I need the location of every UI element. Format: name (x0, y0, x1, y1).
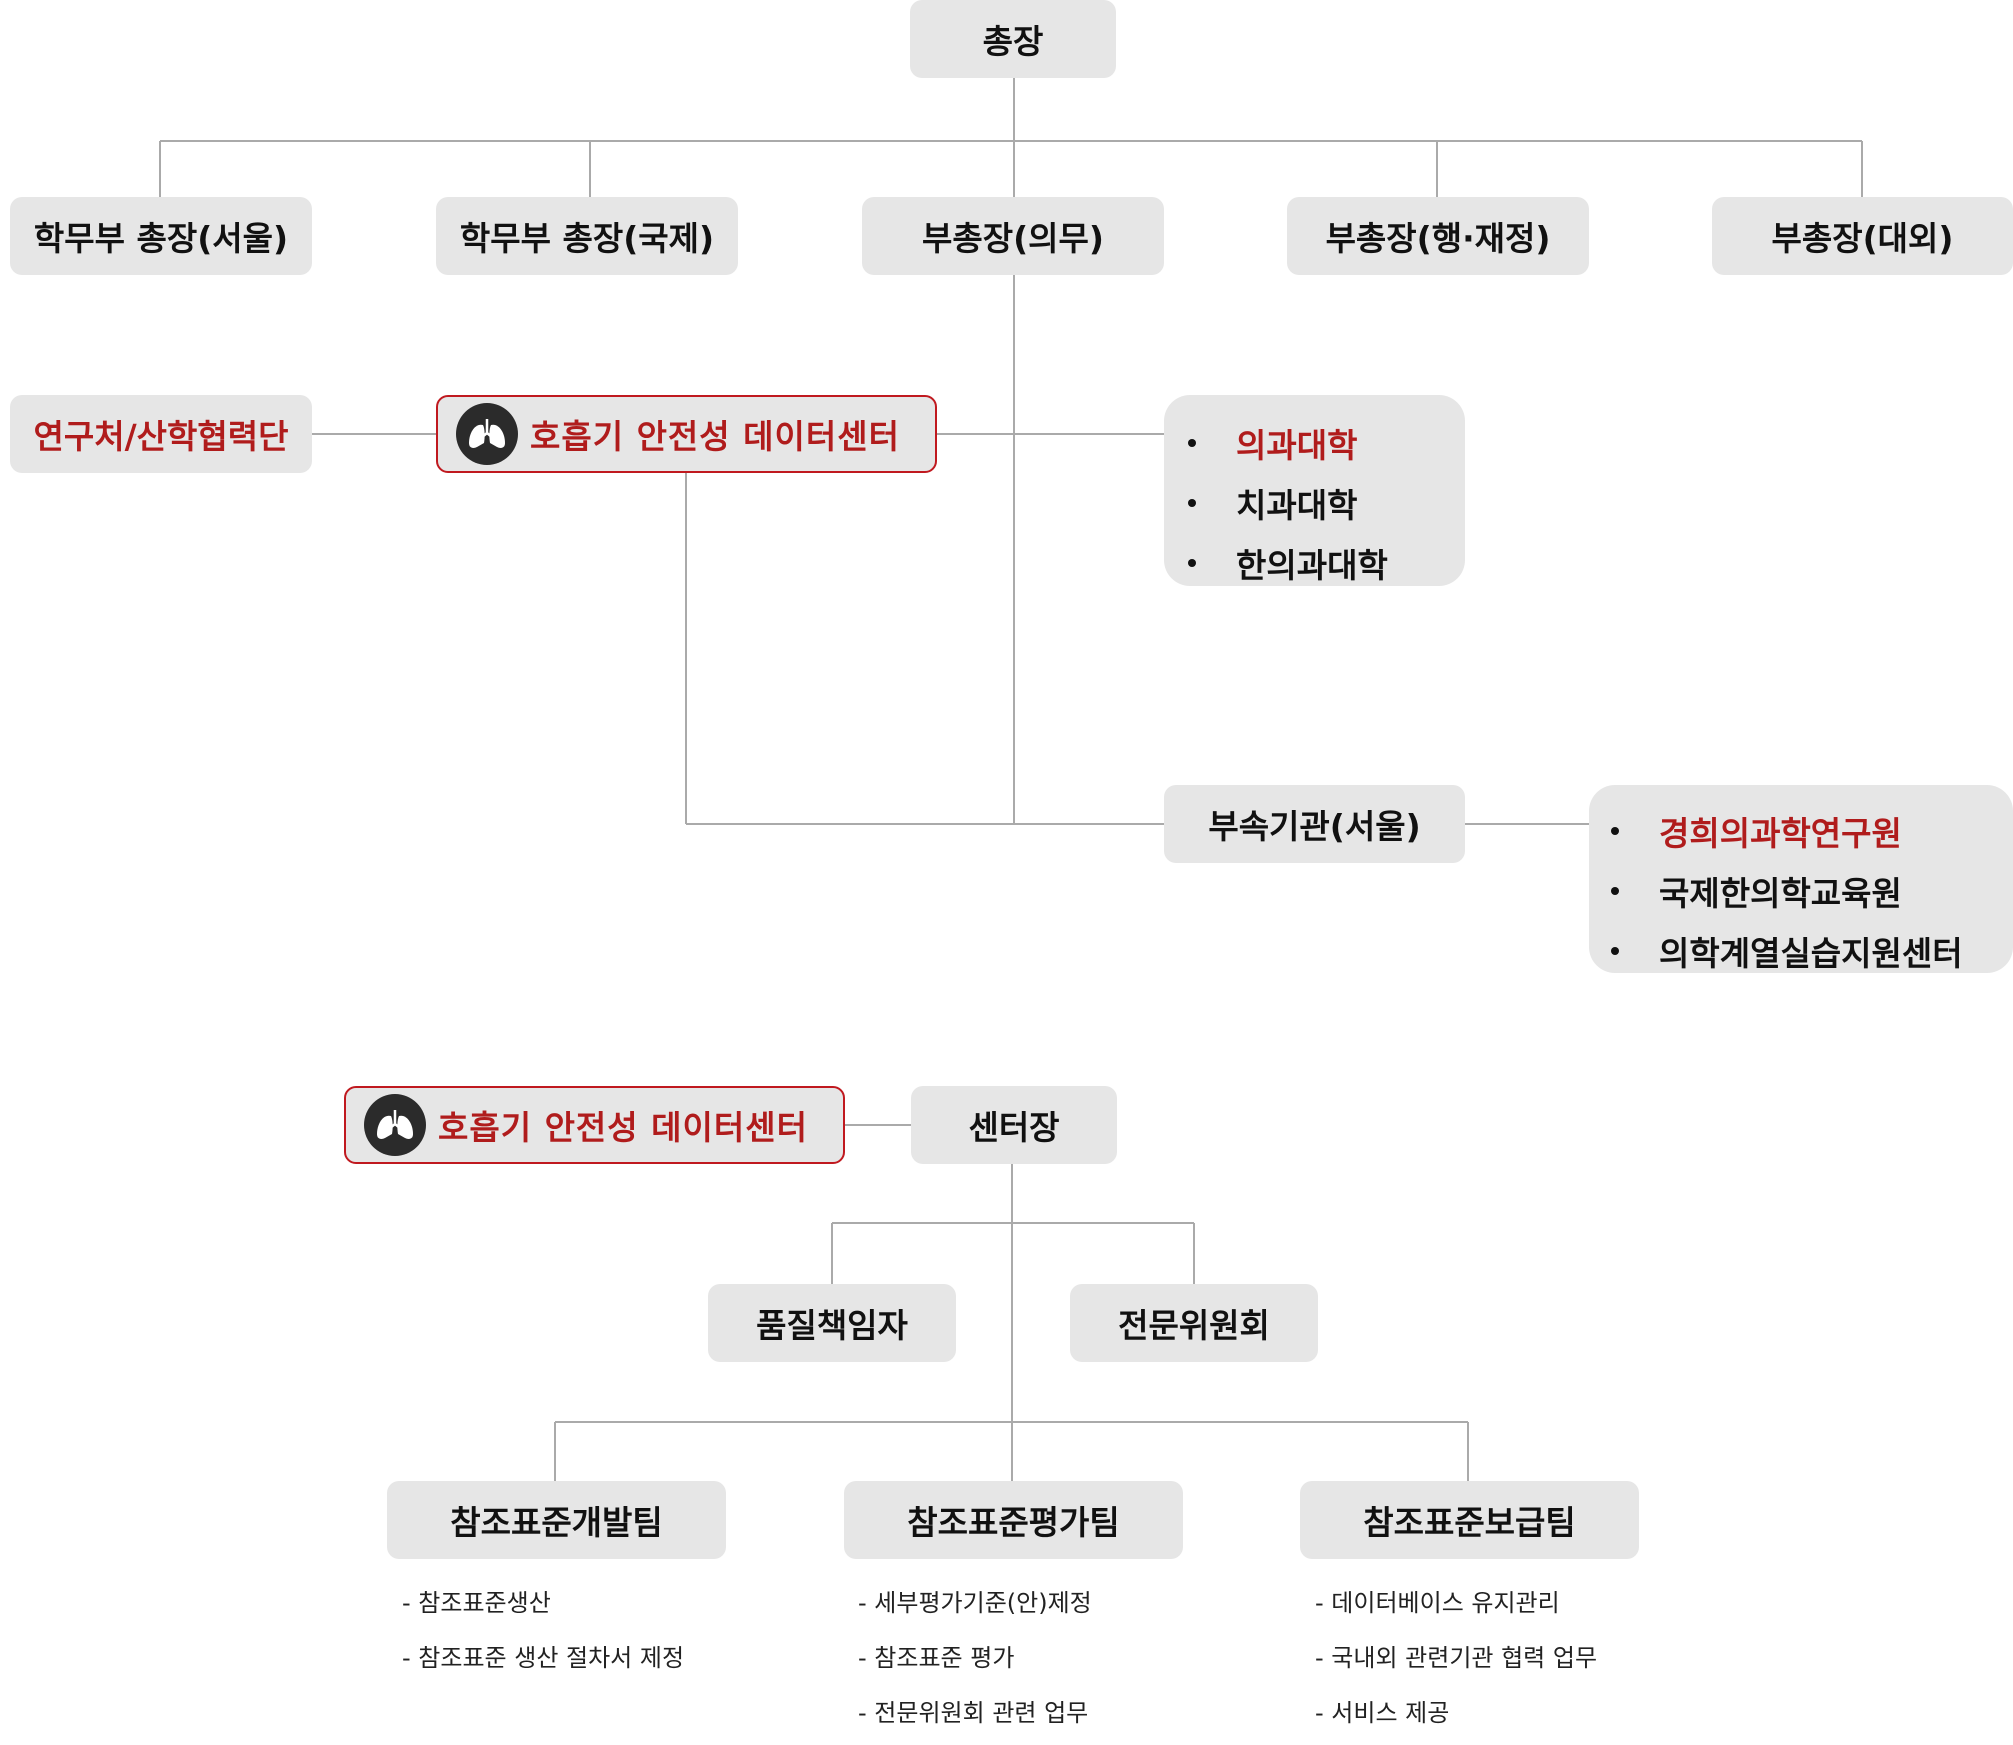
lungs-icon (456, 403, 518, 465)
team-evaluation-box: 참조표준평가팀 (844, 1481, 1183, 1559)
bullet-icon (1611, 887, 1619, 895)
team-development-tasks: - 참조표준생산 - 참조표준 생산 절차서 제정 (402, 1576, 684, 1686)
vp-academic-seoul-box: 학무부 총장(서울) (10, 197, 312, 275)
director-label: 센터장 (968, 1108, 1060, 1147)
task-item: - 국내외 관련기관 협력 업무 (1315, 1644, 1598, 1672)
research-office-label: 연구처/산학협력단 (33, 417, 289, 456)
vp-medical-label: 부총장(의무) (922, 219, 1104, 258)
vp-external-box: 부총장(대외) (1712, 197, 2013, 275)
team-development-label: 참조표준개발팀 (450, 1503, 663, 1542)
vp-academic-global-label: 학무부 총장(국제) (459, 219, 715, 258)
affiliated-label: 부속기관(서울) (1208, 807, 1421, 846)
team-distribution-tasks: - 데이터베이스 유지관리 - 국내외 관련기관 협력 업무 - 서비스 제공 (1315, 1576, 1597, 1741)
team-distribution-box: 참조표준보급팀 (1300, 1481, 1639, 1559)
president-box: 총장 (910, 0, 1116, 78)
task-item: - 세부평가기준(안)제정 (858, 1589, 1092, 1617)
committee-label: 전문위원회 (1118, 1306, 1270, 1345)
task-item: - 참조표준 평가 (858, 1644, 1015, 1672)
vp-admin-finance-box: 부총장(행·재정) (1287, 197, 1589, 275)
data-center-box: 호흡기 안전성 데이터센터 (436, 395, 937, 473)
bullet-icon (1611, 947, 1619, 955)
task-item: - 전문위원회 관련 업무 (858, 1699, 1089, 1727)
bullet-icon (1188, 439, 1196, 447)
affiliated-list-box: 경희의과학연구원 국제한의학교육원 의학계열실습지원센터 (1589, 785, 2013, 973)
bullet-icon (1611, 827, 1619, 835)
list-item: 한의과대학 (1188, 533, 1465, 593)
task-item: - 서비스 제공 (1315, 1699, 1450, 1727)
task-item: - 데이터베이스 유지관리 (1315, 1589, 1560, 1617)
list-item: 국제한의학교육원 (1611, 861, 2013, 921)
vp-external-label: 부총장(대외) (1771, 219, 1954, 258)
list-item: 치과대학 (1188, 473, 1465, 533)
list-item: 경희의과학연구원 (1611, 801, 2013, 861)
vp-academic-seoul-label: 학무부 총장(서울) (33, 219, 289, 258)
team-distribution-label: 참조표준보급팀 (1363, 1503, 1576, 1542)
bullet-icon (1188, 559, 1196, 567)
data-center-box-lower: 호흡기 안전성 데이터센터 (344, 1086, 845, 1164)
vp-medical-box: 부총장(의무) (862, 197, 1164, 275)
president-label: 총장 (982, 22, 1044, 61)
team-evaluation-tasks: - 세부평가기준(안)제정 - 참조표준 평가 - 전문위원회 관련 업무 (858, 1576, 1092, 1741)
colleges-list-box: 의과대학 치과대학 한의과대학 (1164, 395, 1465, 586)
team-evaluation-label: 참조표준평가팀 (907, 1503, 1120, 1542)
task-item: - 참조표준생산 (402, 1589, 551, 1617)
research-office-box: 연구처/산학협력단 (10, 395, 312, 473)
team-development-box: 참조표준개발팀 (387, 1481, 726, 1559)
list-item: 의과대학 (1188, 413, 1465, 473)
vp-admin-finance-label: 부총장(행·재정) (1325, 219, 1551, 258)
vp-academic-global-box: 학무부 총장(국제) (436, 197, 738, 275)
list-item: 의학계열실습지원센터 (1611, 921, 2013, 981)
lungs-icon (364, 1094, 426, 1156)
committee-box: 전문위원회 (1070, 1284, 1318, 1362)
bullet-icon (1188, 499, 1196, 507)
data-center-label: 호흡기 안전성 데이터센터 (530, 417, 900, 456)
quality-manager-label: 품질책임자 (756, 1306, 908, 1345)
quality-manager-box: 품질책임자 (708, 1284, 956, 1362)
data-center-label-lower: 호흡기 안전성 데이터센터 (438, 1108, 808, 1147)
task-item: - 참조표준 생산 절차서 제정 (402, 1644, 685, 1672)
affiliated-box: 부속기관(서울) (1164, 785, 1465, 863)
director-box: 센터장 (911, 1086, 1117, 1164)
